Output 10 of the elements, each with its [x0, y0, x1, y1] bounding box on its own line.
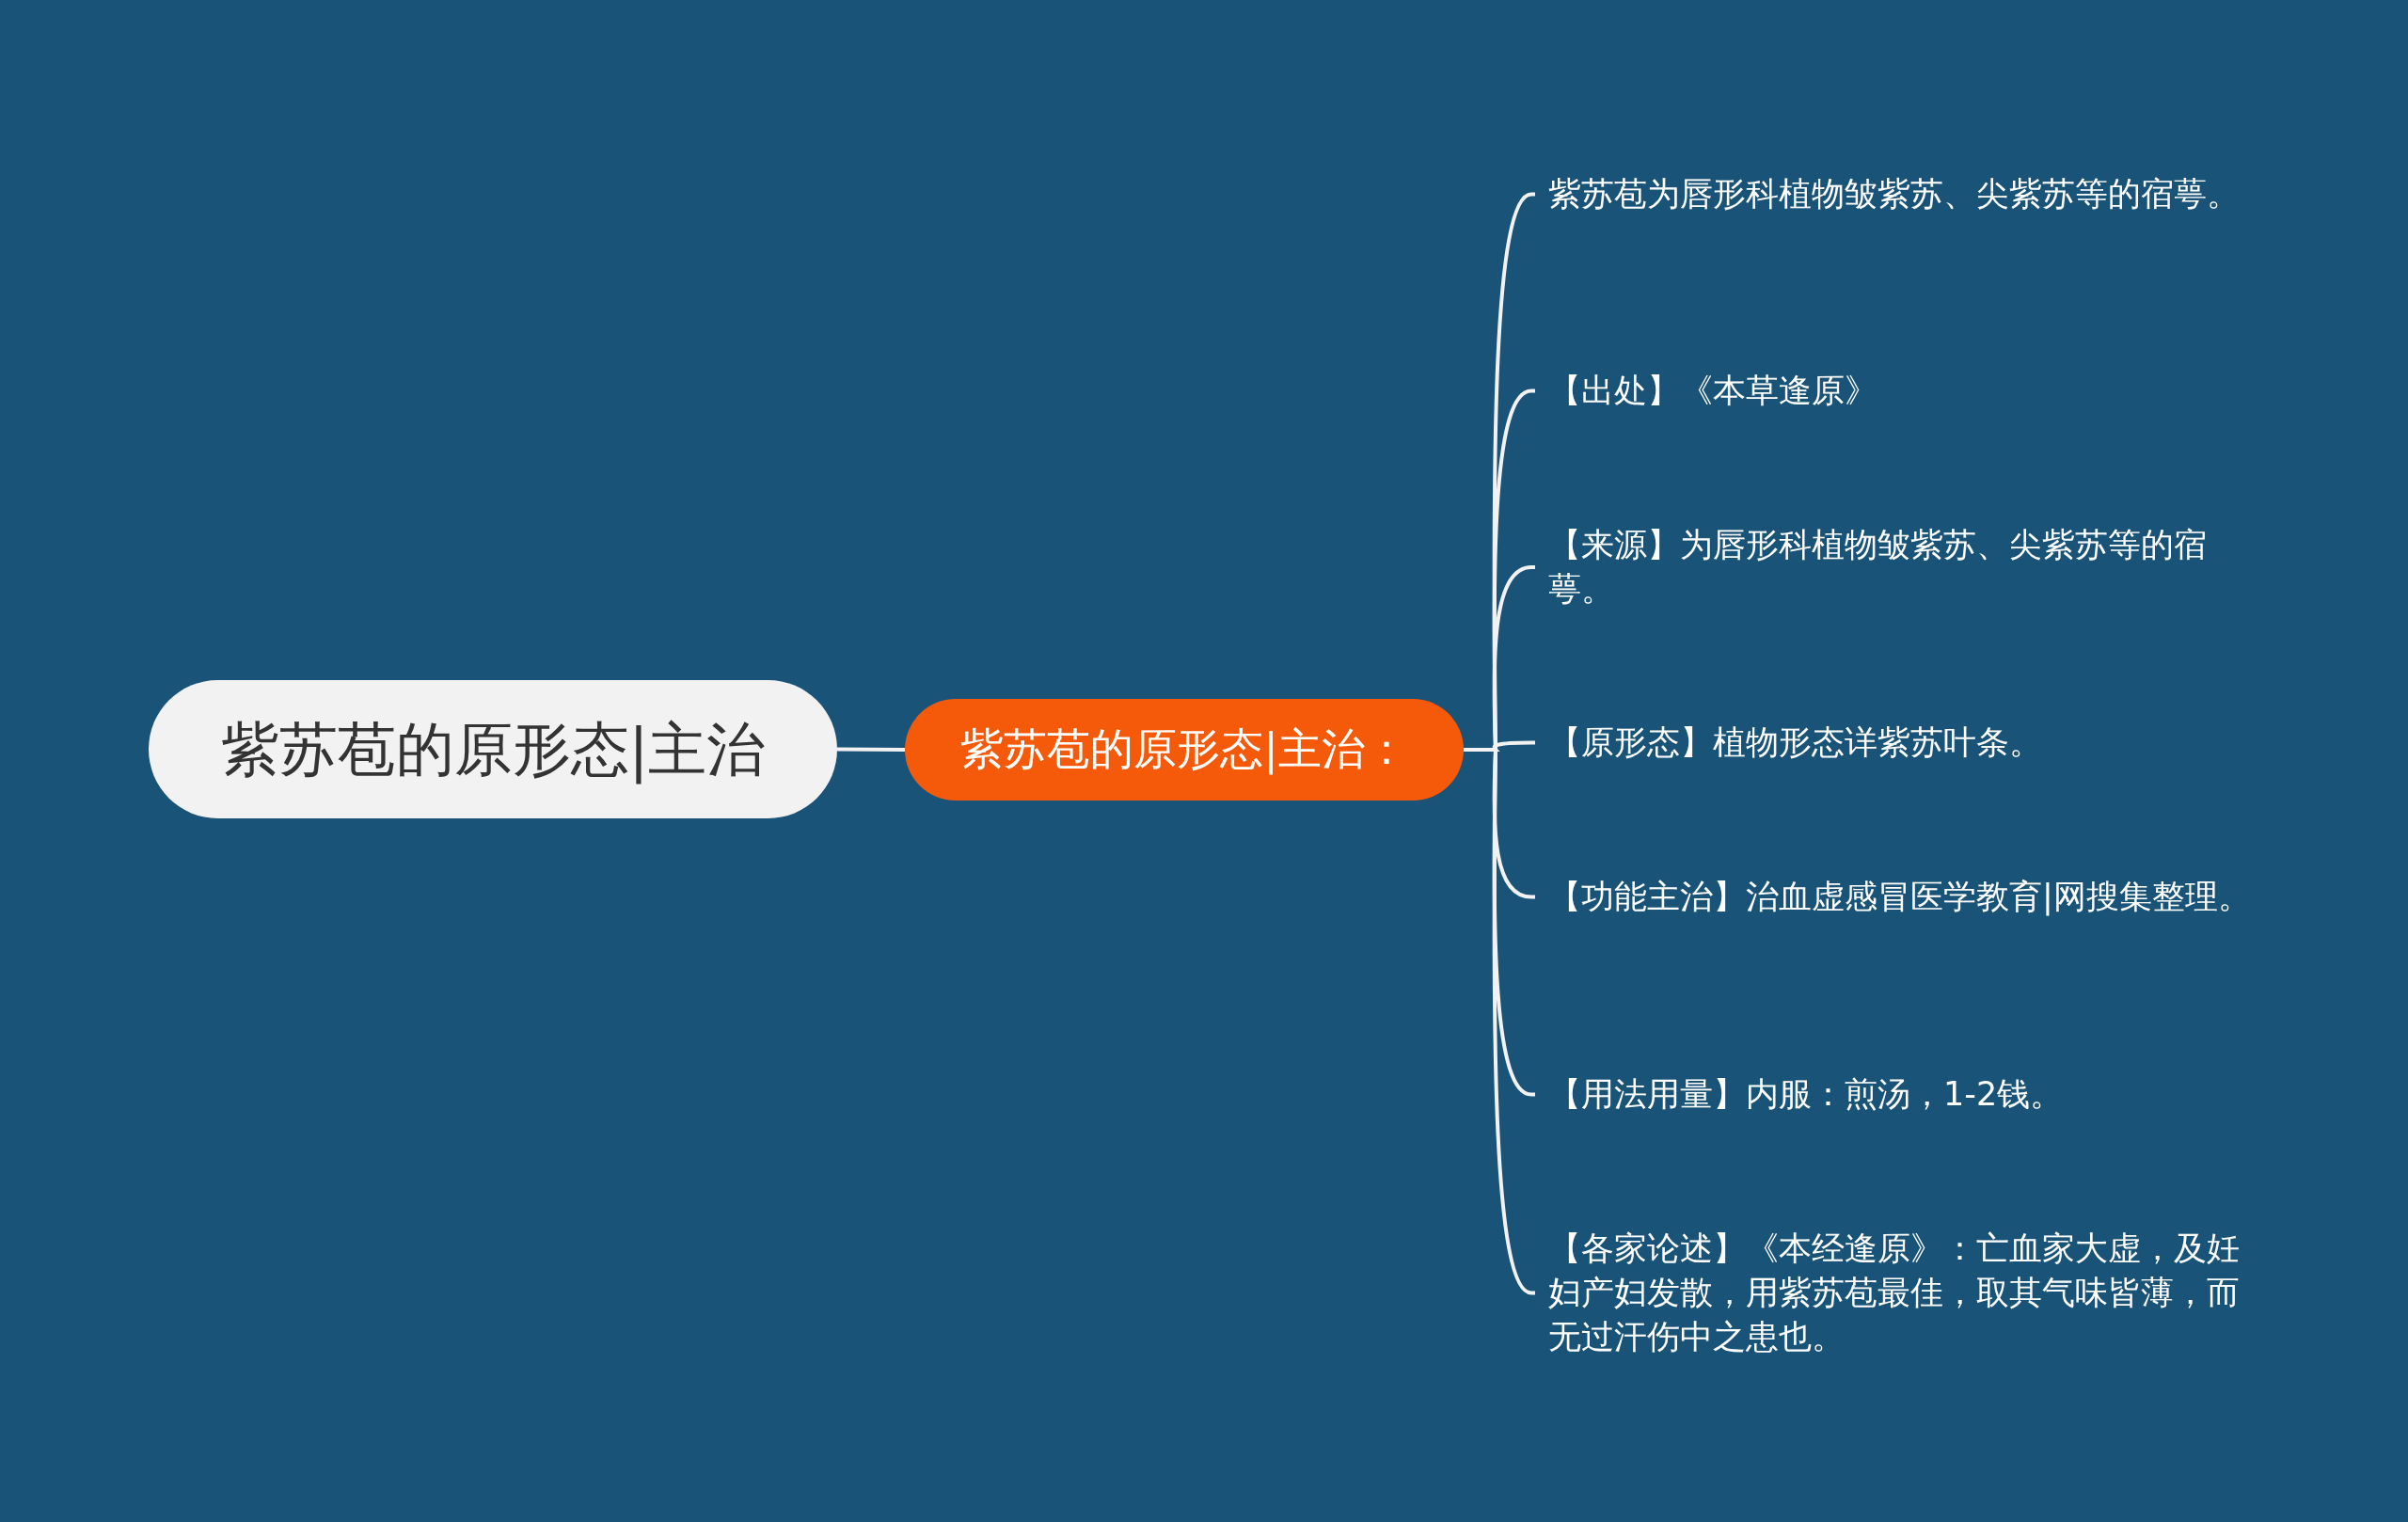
topic-text: 【用法用量】内服：煎汤，1-2钱。 [1548, 1074, 2065, 1115]
main-topic: 紫苏苞的原形态|主治： [905, 699, 1464, 801]
topic-text: 紫苏苞为唇形科植物皱紫苏、尖紫苏等的宿萼。 [1548, 174, 2241, 214]
topic-text: 【出处】《本草逢原》 [1548, 371, 1878, 411]
root-topic: 紫苏苞的原形态|主治 [149, 680, 837, 818]
topic-text: 【功能主治】治血虚感冒医学教育|网搜集整理。 [1548, 877, 2252, 918]
topic-text: 【来源】为唇形科植物皱紫苏、尖紫苏等的宿萼。 [1548, 525, 2208, 610]
topic-text: 【各家论述】《本经逢原》：亡血家大虚，及妊妇产妇发散，用紫苏苞最佳，取其气味皆薄，而无过汗伤中之患也。 [1548, 1229, 2241, 1357]
topic-text: 【原形态】植物形态详紫苏叶条。 [1548, 722, 2043, 763]
connector-line [837, 747, 905, 752]
